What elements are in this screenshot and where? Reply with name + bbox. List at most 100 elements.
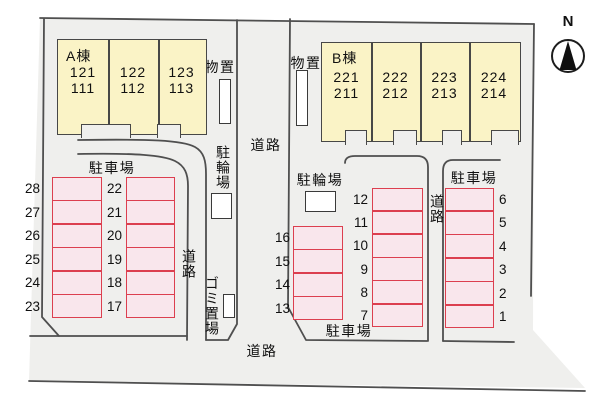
building-unit-divider [108, 40, 110, 134]
parking-stall [446, 236, 493, 259]
parking-column-left-outer [52, 177, 102, 318]
building-entrance-notch [442, 130, 463, 145]
parking-stall [127, 249, 174, 273]
parking-stall [446, 189, 493, 212]
left-driveway-inner-curve [77, 152, 189, 341]
stall-number: 4 [499, 238, 507, 254]
building-unit-divider [371, 43, 373, 141]
unit-number-lower: 213 [431, 85, 458, 101]
stall-number: 19 [106, 251, 122, 267]
parking-stall [53, 296, 101, 320]
parking-stall [53, 249, 101, 273]
parking-column-right-east [445, 188, 494, 329]
parking-column-left-inner [126, 177, 175, 318]
parking-stall [373, 259, 422, 282]
stall-divider [127, 246, 174, 249]
unit-number-upper: 121 [69, 64, 97, 80]
stall-number: 6 [499, 192, 507, 207]
stall-divider [446, 257, 493, 259]
stall-divider [53, 199, 101, 202]
stall-number: 17 [106, 298, 122, 314]
building-name: B棟 [332, 50, 358, 66]
garbage-box [223, 294, 235, 318]
bicycle-box-left [211, 193, 232, 219]
parking-stall [373, 305, 422, 328]
stall-divider [127, 270, 174, 272]
parking-stall [373, 235, 422, 258]
stall-number: 3 [499, 262, 507, 278]
unit-number-upper: 122 [119, 64, 147, 80]
unit-number-upper: 224 [480, 69, 508, 85]
compass-north-label: N [562, 13, 574, 30]
parking-stall [53, 225, 101, 249]
parking-stall [127, 178, 174, 202]
stall-number: 14 [274, 277, 290, 292]
parking-column-right-mid [372, 188, 423, 328]
stall-divider [294, 272, 342, 274]
stall-number: 22 [106, 181, 122, 196]
parking-label-right-top: 駐車場 [450, 170, 498, 186]
stall-divider [53, 223, 101, 225]
storage-label-a: 物置 [204, 59, 236, 75]
unit-number-lower: 212 [382, 85, 409, 101]
compass-needle-icon [559, 41, 577, 70]
unit-number-upper: 123 [168, 64, 195, 80]
stall-divider [446, 210, 493, 212]
parking-stall [373, 282, 422, 305]
right-driveway-left-line [344, 155, 429, 342]
stall-number: 18 [106, 275, 122, 290]
stall-number: 10 [352, 238, 368, 254]
building-unit-divider [469, 43, 471, 141]
road-label-bottom: 道路 [246, 343, 278, 359]
bicycle-label-left: 駐輪場 [215, 145, 231, 190]
stall-number: 2 [499, 285, 507, 301]
stall-number: 1 [499, 309, 507, 324]
stall-number: 26 [24, 228, 40, 243]
parking-stall [373, 212, 422, 235]
building-entrance-notch [393, 130, 418, 145]
stall-number: 24 [24, 275, 40, 290]
stall-divider [127, 293, 174, 296]
stall-divider [373, 279, 422, 282]
stall-number: 9 [360, 261, 368, 277]
parking-column-right-west [293, 226, 343, 320]
bottom-road-line [28, 380, 586, 392]
parking-stall [127, 225, 174, 249]
storage-box-a [219, 79, 231, 124]
building-name: A棟 [66, 48, 92, 64]
building-entrance-notch [157, 124, 182, 138]
parking-stall [127, 202, 174, 226]
stall-number: 7 [360, 308, 368, 323]
stall-number: 15 [274, 253, 290, 269]
stall-number: 27 [24, 204, 40, 220]
right-plot-south-east-boundary [442, 340, 515, 343]
stall-number: 21 [106, 204, 122, 220]
parking-stall [53, 202, 101, 226]
parking-stall [53, 178, 101, 202]
unit-number-lower: 111 [70, 80, 96, 96]
parking-stall [294, 227, 342, 251]
stall-divider [446, 304, 493, 306]
parking-stall [446, 283, 493, 306]
road-label-right-driveway: 道路 [429, 194, 445, 224]
stall-number: 13 [274, 300, 290, 316]
garbage-label: ゴミ置場 [204, 276, 220, 336]
right-plot-west-south-boundary [287, 18, 428, 342]
unit-number-upper: 221 [333, 69, 360, 85]
stall-number: 23 [24, 298, 40, 314]
right-driveway-right-line [442, 159, 501, 342]
left-plot-east-boundary-garbage-strip [205, 19, 238, 341]
unit-number-upper: 222 [382, 69, 409, 85]
stall-divider [373, 233, 422, 235]
stall-divider [373, 256, 422, 259]
stall-divider [294, 248, 342, 251]
unit-number-lower: 214 [480, 85, 508, 101]
